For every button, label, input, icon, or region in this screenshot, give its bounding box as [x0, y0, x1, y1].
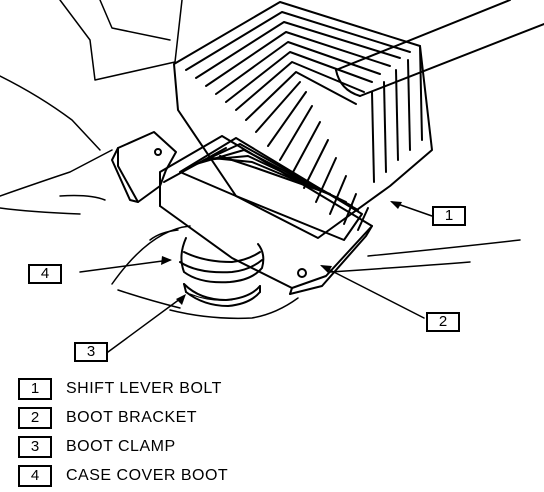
legend-item: 1 SHIFT LEVER BOLT [18, 376, 338, 405]
leader-line-4 [79, 259, 171, 273]
legend-item: 2 BOOT BRACKET [18, 405, 338, 434]
shift-boot-upper [173, 1, 433, 239]
arrowhead-3 [176, 294, 186, 305]
floor-opening [111, 225, 299, 320]
callout-2: 2 [426, 312, 460, 332]
callout-1: 1 [432, 206, 466, 226]
legend-number: 2 [18, 407, 52, 429]
callout-3: 3 [74, 342, 108, 362]
floor-outline [0, 0, 521, 273]
bracket-flange [111, 131, 177, 203]
legend-item: 4 CASE COVER BOOT [18, 463, 338, 492]
shift-lever [335, 0, 544, 97]
shift-boot-lower [179, 137, 363, 241]
legend-label: BOOT CLAMP [66, 438, 176, 455]
legend-label: BOOT BRACKET [66, 409, 198, 426]
legend-number: 3 [18, 436, 52, 458]
arrowhead-4 [161, 256, 172, 265]
boot-clamp [183, 283, 261, 307]
legend-label: CASE COVER BOOT [66, 467, 229, 484]
arrowhead-2 [320, 265, 332, 273]
legend-item: 3 BOOT CLAMP [18, 434, 338, 463]
legend-label: SHIFT LEVER BOLT [66, 380, 222, 397]
leader-arrowheads [161, 201, 402, 305]
leader-lines [79, 201, 433, 353]
arrowhead-1 [390, 201, 402, 209]
case-cover-boot [179, 237, 265, 284]
leader-line-2 [321, 265, 425, 319]
boot-bracket [159, 135, 373, 295]
leader-line-3 [107, 295, 185, 353]
legend: 1 SHIFT LEVER BOLT 2 BOOT BRACKET 3 BOOT… [18, 376, 338, 492]
legend-number: 1 [18, 378, 52, 400]
legend-number: 4 [18, 465, 52, 487]
callout-4: 4 [28, 264, 62, 284]
